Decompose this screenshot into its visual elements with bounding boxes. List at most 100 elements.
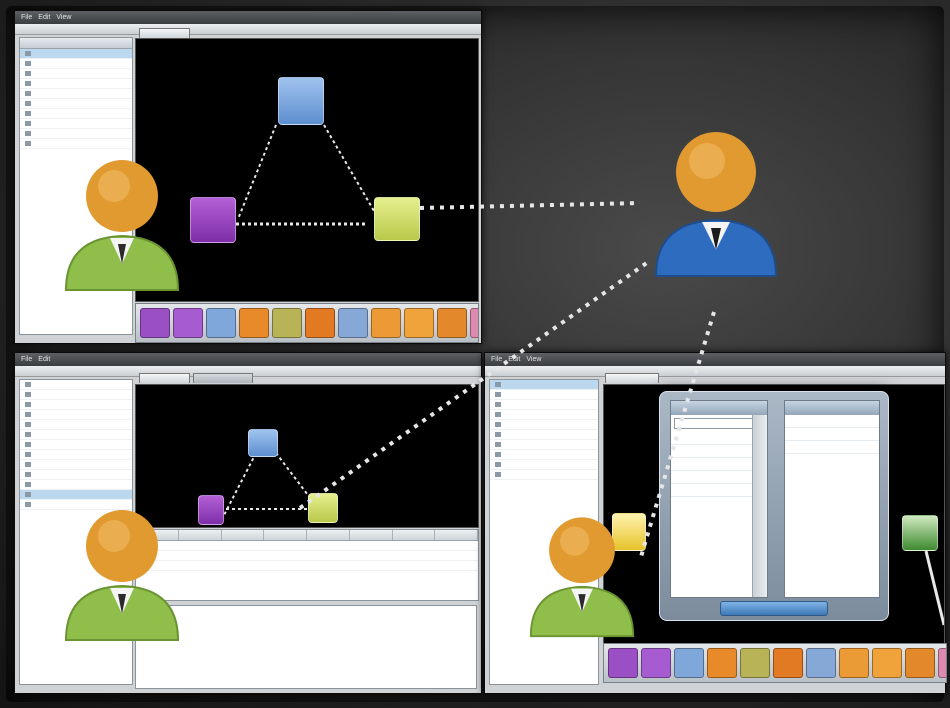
source-node-icon[interactable] [198, 495, 224, 525]
menu-view[interactable]: View [526, 356, 542, 363]
blue-node-icon[interactable] [338, 308, 368, 338]
menu-view[interactable]: View [56, 14, 72, 21]
tree-item[interactable] [20, 490, 132, 500]
viewer-node-icon[interactable] [308, 493, 338, 523]
orange-node-icon[interactable] [371, 308, 401, 338]
orange-node-icon[interactable] [437, 308, 467, 338]
tab-diagram[interactable] [605, 373, 660, 383]
menu-edit[interactable]: Edit [38, 356, 51, 363]
list-item[interactable] [671, 445, 767, 458]
workflow-canvas[interactable] [135, 384, 479, 528]
orange-node-icon[interactable] [839, 648, 869, 678]
orange-node-icon[interactable] [239, 308, 269, 338]
tree-item[interactable] [20, 390, 132, 400]
list-item[interactable] [671, 432, 767, 445]
tree-item[interactable] [20, 470, 132, 480]
dialog-search-input[interactable] [674, 418, 764, 429]
green-node-icon[interactable] [902, 515, 938, 551]
column-header[interactable] [222, 530, 265, 540]
tree-item[interactable] [490, 400, 598, 410]
purple-node-icon[interactable] [641, 648, 671, 678]
column-header[interactable] [350, 530, 393, 540]
tree-item[interactable] [20, 400, 132, 410]
table-row[interactable] [136, 551, 478, 561]
tree-item[interactable] [20, 430, 132, 440]
tree-item[interactable] [490, 430, 598, 440]
orange-node-icon[interactable] [305, 308, 335, 338]
tree-item[interactable] [490, 440, 598, 450]
dialog-left-list[interactable] [670, 400, 768, 598]
tree-item[interactable] [20, 380, 132, 390]
dialog-scrollbar[interactable] [752, 415, 767, 597]
tree-item[interactable] [20, 89, 132, 99]
tree-item[interactable] [20, 79, 132, 89]
console-log[interactable] [135, 605, 477, 689]
tree-item[interactable] [20, 440, 132, 450]
column-header[interactable] [393, 530, 436, 540]
tree-item[interactable] [20, 129, 132, 139]
column-header[interactable] [307, 530, 350, 540]
olive-node-icon[interactable] [272, 308, 302, 338]
tree-item[interactable] [20, 500, 132, 510]
tree-item[interactable] [20, 119, 132, 129]
list-item[interactable] [785, 428, 879, 441]
purple-node-icon[interactable] [140, 308, 170, 338]
menu-file[interactable]: File [491, 356, 503, 363]
purple-node-icon[interactable] [608, 648, 638, 678]
column-header[interactable] [136, 530, 179, 540]
orange-node-icon[interactable] [905, 648, 935, 678]
chart-node-icon[interactable] [278, 77, 324, 125]
blue-node-icon[interactable] [206, 308, 236, 338]
tree-item[interactable] [20, 450, 132, 460]
table-row[interactable] [136, 541, 478, 551]
tree-item[interactable] [20, 139, 132, 149]
chart-node-icon[interactable] [248, 429, 278, 457]
tree-item[interactable] [490, 380, 598, 390]
orange-node-icon[interactable] [773, 648, 803, 678]
tree-item[interactable] [20, 460, 132, 470]
tree-item[interactable] [20, 410, 132, 420]
menu-file[interactable]: File [21, 356, 33, 363]
table-row[interactable] [136, 561, 478, 571]
orange-node-icon[interactable] [707, 648, 737, 678]
viewer-node-icon[interactable] [374, 197, 420, 241]
source-node-icon[interactable] [190, 197, 236, 243]
purple-node-icon[interactable] [173, 308, 203, 338]
list-item[interactable] [671, 471, 767, 484]
orange-node-icon[interactable] [872, 648, 902, 678]
tab-diagram[interactable] [139, 28, 190, 38]
tree-item[interactable] [490, 390, 598, 400]
tree-item[interactable] [20, 69, 132, 79]
tab-diagram[interactable] [139, 373, 190, 383]
column-header[interactable] [264, 530, 307, 540]
workflow-canvas[interactable] [135, 38, 479, 302]
ok-button[interactable] [720, 601, 828, 616]
tree-item[interactable] [490, 420, 598, 430]
pink-node-icon[interactable] [470, 308, 478, 338]
dialog-right-list[interactable] [784, 400, 880, 598]
column-header[interactable] [179, 530, 222, 540]
menu-edit[interactable]: Edit [508, 356, 521, 363]
olive-node-icon[interactable] [740, 648, 770, 678]
tree-item[interactable] [20, 99, 132, 109]
tree-item[interactable] [490, 410, 598, 420]
list-item[interactable] [671, 458, 767, 471]
tree-item[interactable] [20, 480, 132, 490]
menu-edit[interactable]: Edit [38, 14, 51, 21]
pink-node-icon[interactable] [938, 648, 946, 678]
tree-item[interactable] [20, 420, 132, 430]
column-header[interactable] [435, 530, 478, 540]
list-item[interactable] [785, 415, 879, 428]
blue-node-icon[interactable] [806, 648, 836, 678]
blue-node-icon[interactable] [674, 648, 704, 678]
tree-item[interactable] [20, 49, 132, 59]
tree-item[interactable] [20, 109, 132, 119]
orange-node-icon[interactable] [404, 308, 434, 338]
tree-item[interactable] [490, 450, 598, 460]
list-item[interactable] [785, 441, 879, 454]
list-item[interactable] [671, 484, 767, 497]
menu-file[interactable]: File [21, 14, 33, 21]
data-table[interactable] [135, 529, 479, 601]
tab-diagram-2[interactable] [192, 373, 254, 383]
tree-item[interactable] [490, 460, 598, 470]
